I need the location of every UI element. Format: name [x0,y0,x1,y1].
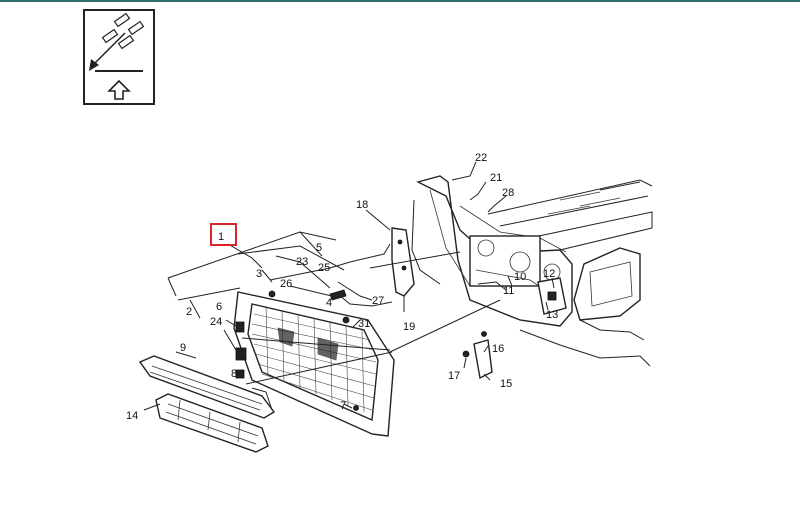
callout-28: 28 [502,187,514,199]
callout-31: 31 [358,318,370,330]
callout-27: 27 [372,295,384,307]
callout-16: 16 [492,343,504,355]
callout-11: 11 [503,285,514,297]
grille-assembly [138,289,395,453]
callout-24: 24 [210,316,222,328]
callout-23: 23 [296,256,308,268]
callout-labels: 1 2 3 4 5 6 7 8 9 10 11 12 13 14 15 16 1… [126,152,558,422]
callout-5: 5 [316,242,322,254]
callout-2: 2 [186,306,192,318]
callout-9: 9 [180,342,186,354]
callout-12: 12 [543,268,555,280]
callout-8: 8 [231,368,237,380]
callout-14: 14 [126,410,138,422]
callout-21: 21 [490,172,502,184]
callout-26: 26 [280,278,292,290]
callout-6: 6 [216,301,222,313]
callout-22: 22 [475,152,487,164]
highlight-box [210,223,237,246]
callout-17: 17 [448,370,460,382]
callout-4: 4 [326,297,332,309]
callout-3: 3 [256,268,262,280]
callout-25: 25 [318,262,330,274]
callout-1: 1 [218,231,224,243]
callout-18: 18 [356,199,368,211]
orientation-box [83,9,155,105]
leader-lines [143,161,555,411]
vehicle-front-arrow-icon [89,12,145,100]
callout-10: 10 [514,271,526,283]
callout-13: 13 [546,309,558,321]
vehicle-front-structure [391,175,653,380]
callout-19: 19 [403,321,415,333]
top-accent-bar [0,0,800,2]
callout-7: 7 [340,400,346,412]
callout-15: 15 [500,378,512,390]
